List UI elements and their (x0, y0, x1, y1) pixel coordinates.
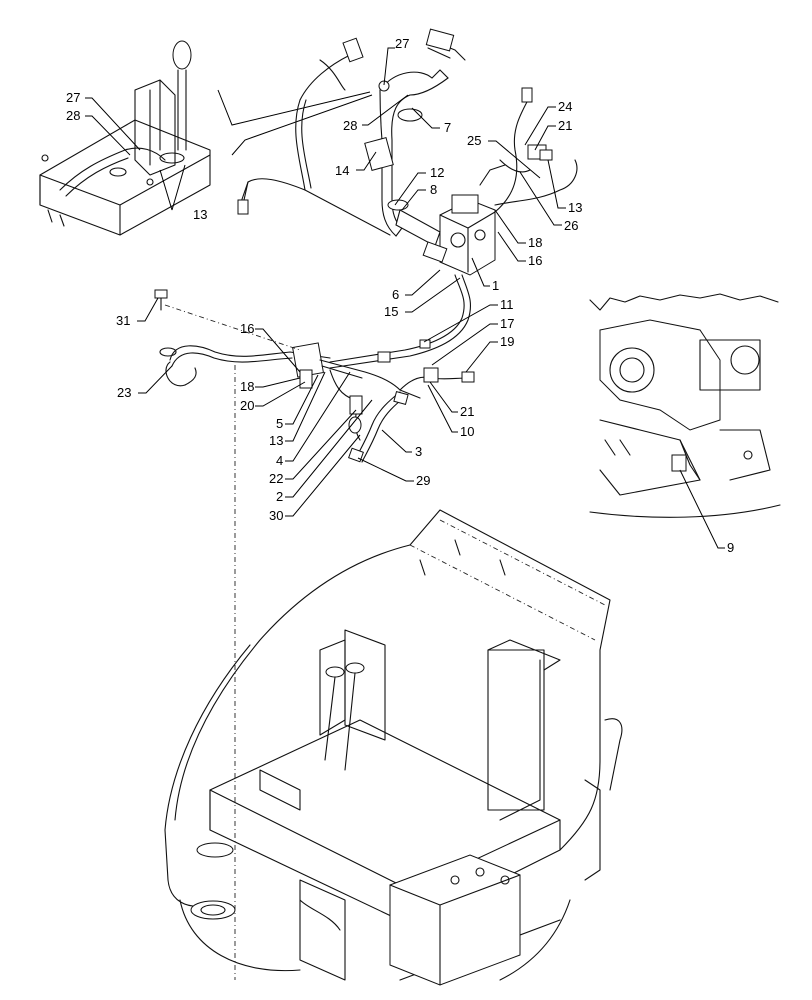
inset-engine-detail (589, 293, 781, 518)
callout-labels: 27 28 13 27 28 7 14 12 8 24 21 25 13 26 … (66, 36, 734, 555)
callout-6: 6 (392, 287, 399, 302)
harness-upper (237, 28, 578, 369)
callout-14: 14 (335, 163, 349, 178)
callout-16-left: 16 (240, 321, 254, 336)
machine-upper-structure (164, 509, 623, 986)
bolt-31 (154, 289, 168, 311)
callout-21-lower: 21 (460, 404, 474, 419)
callout-29: 29 (416, 473, 430, 488)
leader-lines (85, 47, 725, 549)
callout-21-top: 21 (558, 118, 572, 133)
callout-2: 2 (276, 489, 283, 504)
callout-13-left: 13 (193, 207, 207, 222)
inset-lever-console (39, 40, 211, 236)
harness-lower (159, 339, 475, 463)
callout-10: 10 (460, 424, 474, 439)
callout-25: 25 (467, 133, 481, 148)
center-lines (164, 304, 301, 980)
callout-18-right: 18 (528, 235, 542, 250)
callout-7: 7 (444, 120, 451, 135)
callout-13-right: 13 (568, 200, 582, 215)
callout-3: 3 (415, 444, 422, 459)
callout-5: 5 (276, 416, 283, 431)
callout-1: 1 (492, 278, 499, 293)
callout-17: 17 (500, 316, 514, 331)
callout-28-left: 28 (66, 108, 80, 123)
view-cut-lines (217, 89, 373, 156)
callout-30: 30 (269, 508, 283, 523)
callout-20: 20 (240, 398, 254, 413)
callout-24: 24 (558, 99, 572, 114)
callout-4: 4 (276, 453, 283, 468)
callout-31: 31 (116, 313, 130, 328)
callout-27-left: 27 (66, 90, 80, 105)
callout-16-right: 16 (528, 253, 542, 268)
callout-13-center: 13 (269, 433, 283, 448)
callout-9: 9 (727, 540, 734, 555)
callout-11: 11 (500, 297, 514, 312)
callout-22: 22 (269, 471, 283, 486)
callout-27-top: 27 (395, 36, 409, 51)
callout-28-top: 28 (343, 118, 357, 133)
callout-12: 12 (430, 165, 444, 180)
callout-15: 15 (384, 304, 398, 319)
callout-23: 23 (117, 385, 131, 400)
callout-8: 8 (430, 182, 437, 197)
callout-19: 19 (500, 334, 514, 349)
callout-18-left: 18 (240, 379, 254, 394)
callout-26: 26 (564, 218, 578, 233)
